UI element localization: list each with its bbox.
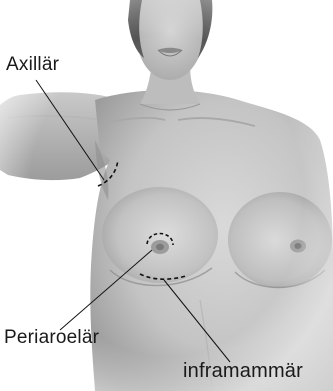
axillar-label: Axillär [6,55,59,74]
periareolar-label: Periaroelär [4,328,99,347]
inframammary-label: inframammär [183,361,303,381]
